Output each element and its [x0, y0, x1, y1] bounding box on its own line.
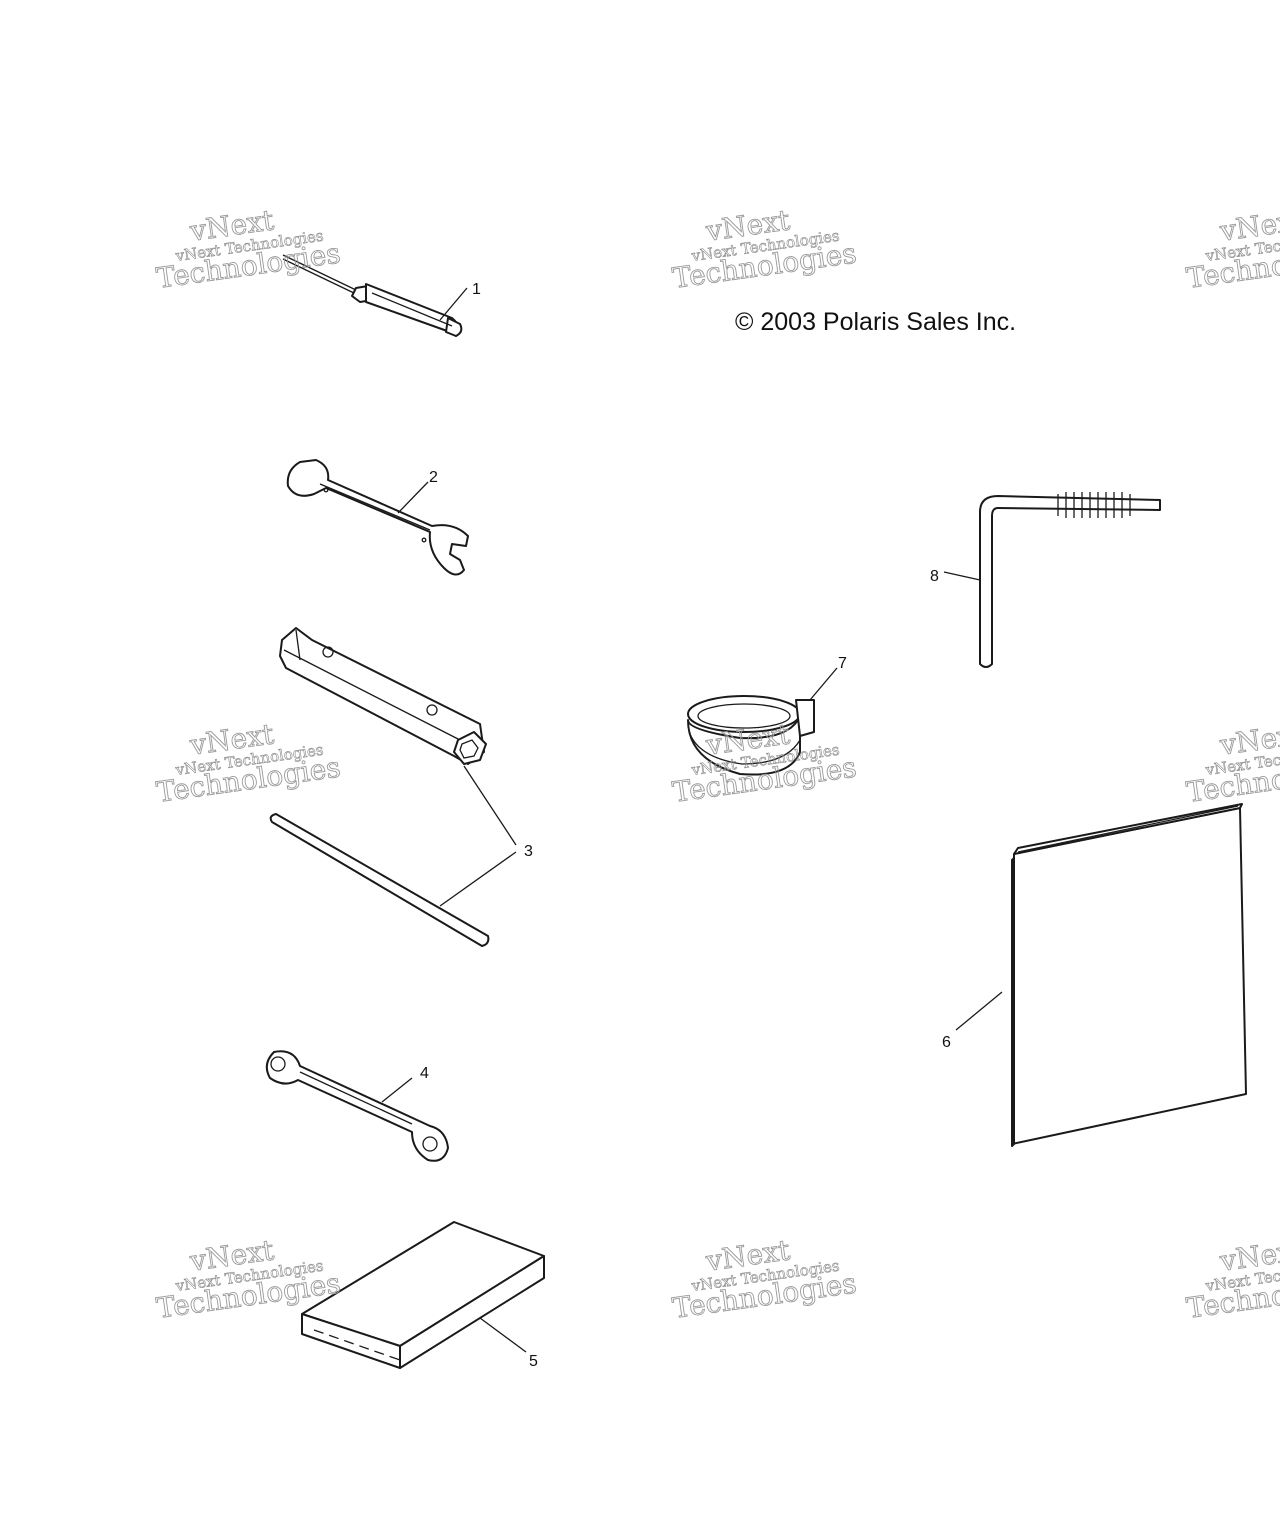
callout-7: 7 — [838, 655, 847, 672]
watermark-tl: vNext vNext Technologies Technologies — [154, 203, 343, 296]
leader-4 — [381, 1077, 413, 1103]
leader-7 — [809, 667, 838, 701]
tommy-bar-icon — [269, 813, 490, 947]
box-wrench-icon — [265, 1050, 449, 1162]
owners-manual-icon — [1011, 803, 1247, 1147]
callout-5: 5 — [529, 1353, 538, 1370]
watermark-mr: vNext vNext Technologies Technologies — [1184, 717, 1280, 810]
watermark-tr: vNext vNext Technologies Technologies — [1184, 203, 1280, 296]
hex-key-icon — [979, 492, 1161, 668]
watermark-tc: vNext vNext Technologies Technologies — [670, 203, 859, 296]
leader-3a — [463, 765, 517, 846]
tool-pouch-icon — [301, 1221, 545, 1369]
watermark-bc: vNext vNext Technologies Technologies — [670, 1233, 859, 1326]
watermark-ml: vNext vNext Technologies Technologies — [154, 717, 343, 810]
watermark-mc: vNext vNext Technologies Technologies — [670, 717, 859, 810]
callout-3: 3 — [524, 843, 533, 860]
watermark-br: vNext vNext Technologies Technologies — [1184, 1233, 1280, 1326]
callout-6: 6 — [942, 1034, 951, 1051]
copyright-text: © 2003 Polaris Sales Inc. — [735, 308, 1016, 336]
leader-3b — [439, 851, 517, 907]
callout-2: 2 — [429, 469, 438, 486]
callout-4: 4 — [420, 1065, 429, 1082]
strap-icon — [687, 695, 815, 776]
leader-1 — [439, 287, 468, 321]
screwdriver-icon — [282, 254, 463, 337]
leader-6 — [955, 991, 1003, 1031]
watermark-bl: vNext vNext Technologies Technologies — [154, 1233, 343, 1326]
callout-8: 8 — [930, 568, 939, 585]
open-end-wrench-icon — [286, 459, 469, 576]
callout-1: 1 — [472, 281, 481, 298]
leader-2 — [397, 481, 429, 514]
tube-socket-wrench-icon — [279, 627, 487, 765]
leader-5 — [479, 1317, 527, 1353]
leader-8 — [943, 571, 981, 581]
